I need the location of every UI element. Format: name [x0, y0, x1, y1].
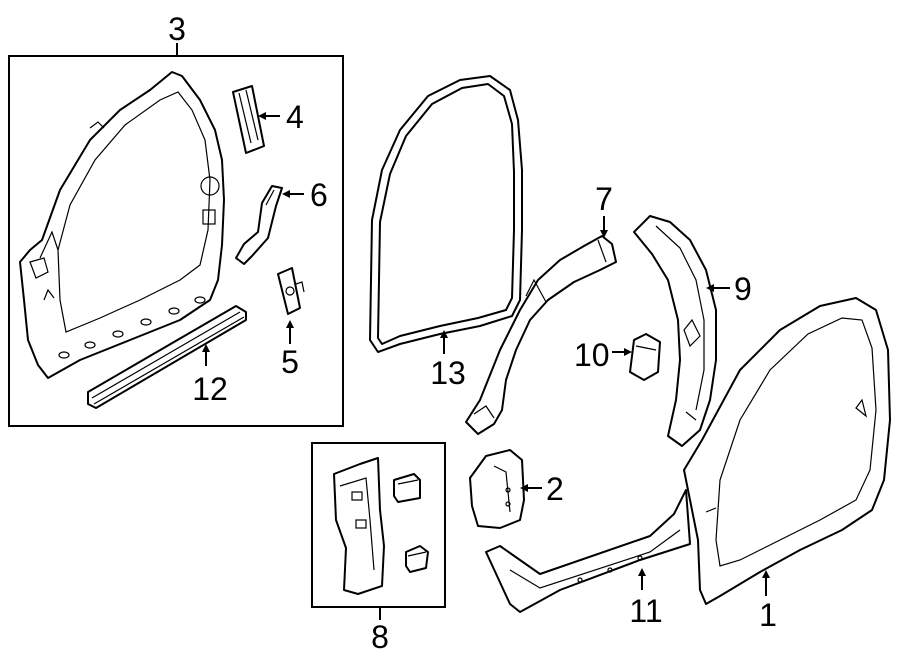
part-11-rocker-panel [485, 489, 691, 613]
part-12-sill-rail [87, 305, 247, 409]
part-9-pillar-inner [633, 215, 717, 447]
callout-3: 3 [168, 11, 186, 47]
callout-5: 5 [281, 344, 299, 380]
callout-9: 9 [734, 271, 752, 307]
inset-box-8 [311, 442, 446, 608]
side-frame-part [19, 71, 225, 379]
part-4-strip [232, 85, 265, 154]
part-5-plate [277, 267, 305, 315]
callout-11: 11 [629, 593, 662, 629]
part-1-body-side-outer [683, 297, 891, 605]
callout-2: 2 [546, 471, 564, 507]
callout-12: 12 [192, 371, 228, 407]
callout-7: 7 [595, 181, 613, 217]
part-6-bracket [235, 185, 283, 265]
part-8-small-block-upper [393, 473, 421, 503]
part-8-small-block-lower [405, 545, 429, 573]
part-7-pillar-reinforcement [465, 235, 617, 435]
part-2-hinge-bracket [469, 449, 525, 529]
callout-6: 6 [310, 177, 328, 213]
callout-8: 8 [371, 619, 389, 655]
callout-1: 1 [759, 597, 777, 633]
callout-13: 13 [430, 355, 466, 391]
callout-4: 4 [286, 99, 304, 135]
callout-10: 10 [574, 337, 610, 373]
part-13-weatherstrip [369, 75, 523, 353]
part-8-pillar-inner-panel [333, 457, 385, 595]
part-10-block [629, 333, 661, 381]
